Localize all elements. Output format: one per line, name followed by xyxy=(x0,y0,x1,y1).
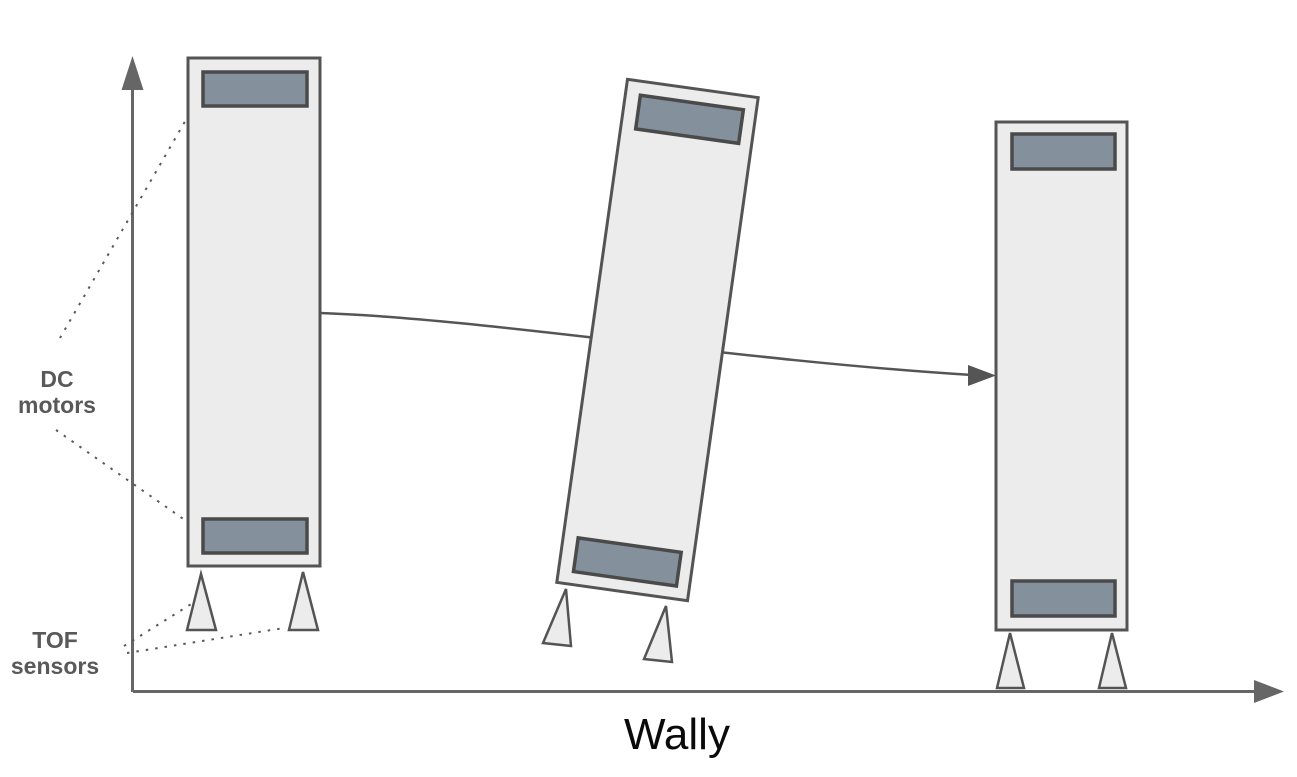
robot-2-tof-sensor-right xyxy=(642,605,674,664)
dc-motors-label: DC motors xyxy=(18,366,96,418)
robot-2-dc-motor-top xyxy=(633,93,746,146)
robot-1-body xyxy=(186,56,322,568)
robot-1-tof-sensor-right xyxy=(287,571,320,632)
tof-sensors-callout-line-right xyxy=(126,627,285,654)
robot-1-dc-motor-bottom xyxy=(201,517,309,555)
tof-sensors-callout-line-left xyxy=(123,600,197,647)
robot-2-tof-sensor-left xyxy=(541,588,573,648)
robot-pose-1 xyxy=(186,56,322,568)
robot-3-tof-sensor-left xyxy=(995,632,1026,690)
diagram-title: Wally xyxy=(624,710,730,759)
robot-3-dc-motor-top xyxy=(1010,132,1117,171)
robot-pose-2 xyxy=(555,77,760,603)
y-axis xyxy=(121,56,144,692)
tof-sensors-label: TOF sensors xyxy=(10,627,100,679)
x-axis xyxy=(133,680,1284,703)
robot-1-dc-motor-top xyxy=(201,70,309,108)
robot-2-body xyxy=(555,77,760,603)
robot-3-tof-sensor-right xyxy=(1097,632,1128,690)
robot-pose-3 xyxy=(994,120,1129,632)
y-axis-arrowhead-icon xyxy=(121,56,144,90)
trajectory-arrowhead-icon xyxy=(968,365,996,386)
robot-2-dc-motor-bottom xyxy=(571,535,684,589)
dc-motors-callout-line-bottom xyxy=(55,429,203,533)
robot-1-tof-sensor-left xyxy=(185,569,218,632)
x-axis-arrowhead-icon xyxy=(1254,680,1284,703)
robot-3-body xyxy=(994,120,1129,632)
robot-3-dc-motor-bottom xyxy=(1010,579,1117,618)
